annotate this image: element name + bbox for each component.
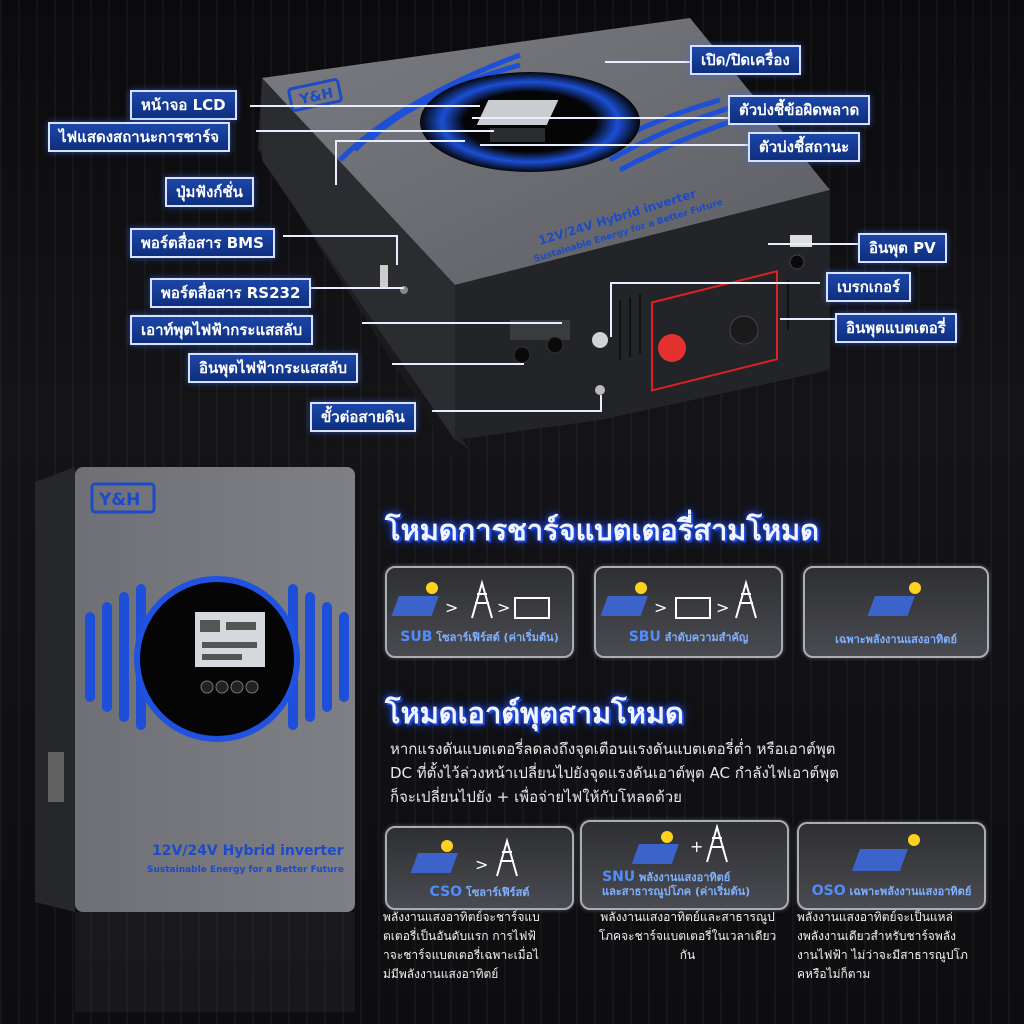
callout-error: ตัวบ่งชี้ข้อผิดพลาด [728,95,871,125]
snu-label: พลังงานแสงอาทิตย์ [639,871,731,884]
sbu-code: SBU [628,629,661,645]
callout-rs232: พอร์ตสื่อสาร RS232 [150,278,312,308]
product-line1: 12V/24V Hybrid inverter [152,843,344,859]
callout-battery-in: อินพุตแบตเตอรี่ [835,313,957,343]
sub-label: โซลาร์เฟิร์สต์ (ค่าเริ่มต้น) [436,631,559,644]
section2-desc-line2: DC ที่ตั้งไว้ล่วงหน้าเปลี่ยนไปยังจุดแรงด… [390,764,839,782]
callout-bms: พอร์ตสื่อสาร BMS [130,228,275,258]
oso-code: OSO [811,883,846,899]
product-line2: Sustainable Energy for a Better Future [147,865,344,875]
svg-text:>: > [497,598,510,617]
svg-text:>: > [475,855,488,874]
sbu-label: ลำดับความสำคัญ [664,631,749,644]
svg-text:Y&H: Y&H [297,85,335,108]
solar-only-label: เฉพาะพลังงานแสงอาทิตย์ [835,633,957,646]
callout-status: ตัวบ่งชี้สถานะ [748,132,861,162]
svg-text:Y&H: Y&H [98,490,140,510]
callout-breaker: เบรกเกอร์ [826,272,912,302]
callout-charge-status: ไฟแสดงสถานะการชาร์จ [48,122,231,152]
cso-description: พลังงานแสงอาทิตย์จะชาร์จแบตเตอรี่เป็นอัน… [383,910,540,981]
svg-text:>: > [654,598,667,617]
output-mode-cso: > CSO โซลาร์เฟิร์สต์ [385,826,574,910]
snu-description: พลังงานแสงอาทิตย์และสาธารณูปโภคจะชาร์จแบ… [598,910,777,962]
svg-text:>: > [716,598,729,617]
callout-ac-out: เอาท์พุตไฟฟ้ากระแสสลับ [130,315,314,345]
output-mode-oso: OSO เฉพาะพลังงานแสงอาทิตย์ [797,822,986,910]
cso-label: โซลาร์เฟิร์สต์ [465,886,530,899]
oso-label: เฉพาะพลังงานแสงอาทิตย์ [849,885,972,898]
svg-text:+: + [690,837,703,856]
callout-power: เปิด/ปิดเครื่อง [690,45,801,75]
callout-ground: ขั้วต่อสายดิน [310,402,416,432]
callout-lcd: หน้าจอ LCD [130,90,237,120]
inverter-front-view: Y&H 12V/24V Hybrid inverter Sustainable … [35,467,355,1012]
callout-function-button: ปุ่มฟังก์ชั่น [165,177,254,207]
section1-title: โหมดการชาร์จแบตเตอรี่สามโหมด [385,513,820,547]
sub-code: SUB [400,629,433,645]
callout-ac-in: อินพุตไฟฟ้ากระแสสลับ [188,353,358,383]
charge-mode-sbu: > > SBU ลำดับความสำคัญ [594,566,783,658]
section2-desc-line1: หากแรงดันแบตเตอรี่ลดลงถึงจุดเตือนแรงดันแ… [390,740,836,758]
charge-mode-sub: > > SUB โซลาร์เฟิร์สต์ (ค่าเริ่มต้น) [385,566,574,658]
oso-description: พลังงานแสงอาทิตย์จะเป็นแหล่งพลังงานเดียว… [797,910,968,981]
callout-pv: อินพุต PV [858,233,947,263]
section2-title: โหมดเอาต์พุตสามโหมด [385,696,684,730]
snu-label2: และสาธารณูปโภค (ค่าเริ่มต้น) [602,885,751,898]
snu-code: SNU [602,869,636,885]
charge-mode-solar-only: เฉพาะพลังงานแสงอาทิตย์ [803,566,989,658]
inverter-top-view: Y&H 12V/24V Hybrid inverter Sustainable … [258,18,830,460]
cso-code: CSO [429,884,463,900]
section2-desc-line3: ก็จะเปลี่ยนไปยัง + เพื่อจ่ายไฟให้กับโหลด… [390,788,682,806]
output-mode-snu: + SNU พลังงานแสงอาทิตย์ และสาธารณูปโภค (… [580,820,789,910]
svg-text:>: > [445,598,458,617]
